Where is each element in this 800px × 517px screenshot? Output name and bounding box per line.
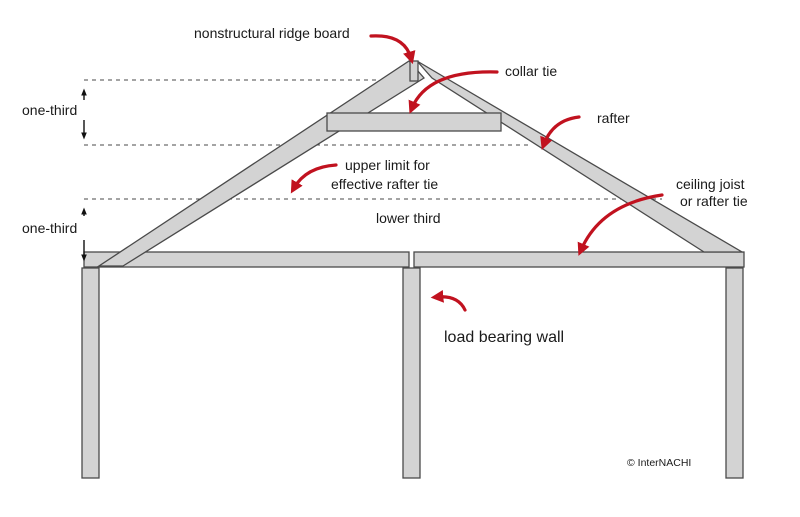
one-third-top-label: one-third (22, 102, 77, 118)
ceiling-joist-label-line1: ceiling joist (676, 176, 745, 192)
ceiling-joist-label-line2: or rafter tie (680, 193, 748, 209)
load-bearing-wall-label: load bearing wall (444, 329, 564, 346)
right-wall (725, 267, 744, 479)
lower-third-label: lower third (376, 210, 441, 226)
rafter-arrow (540, 115, 581, 150)
collar-tie-member (326, 112, 502, 132)
collar-tie-arrow (408, 70, 499, 114)
upper-limit-label-line1: upper limit for (345, 157, 430, 173)
rafter-left (96, 60, 425, 267)
left-wall (81, 267, 100, 479)
ceiling-joist-arrow (577, 193, 664, 256)
rafter-right (416, 60, 745, 253)
collar-tie-label: collar tie (505, 63, 557, 79)
upper-limit-arrow (290, 163, 338, 194)
upper-limit-label-line2: effective rafter tie (331, 176, 438, 192)
ridge-board-label: nonstructural ridge board (194, 25, 350, 41)
ridge-board (409, 60, 419, 82)
copyright-label: © InterNACHI (627, 457, 691, 469)
load-bearing-wall-arrow (430, 290, 467, 312)
ceiling-joist-right (413, 251, 745, 268)
center-load-bearing-wall (402, 267, 421, 479)
ridge-board-arrow (369, 34, 416, 65)
rafter-label: rafter (597, 110, 630, 126)
one-third-bottom-label: one-third (22, 220, 77, 236)
